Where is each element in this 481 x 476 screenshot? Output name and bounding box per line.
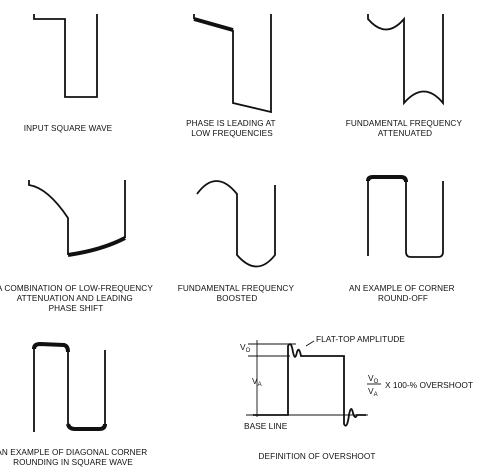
diagonal-top bbox=[32, 341, 70, 353]
base-line-label: BASE LINE bbox=[244, 421, 288, 431]
svg-text:AN EXAMPLE OF DIAGONAL CORNER: AN EXAMPLE OF DIAGONAL CORNER ROUNDING I… bbox=[0, 448, 150, 467]
svg-text:FUNDAMENTAL FREQUENCY AT: FUNDAMENTAL FREQUENCY ATTENUATED bbox=[346, 119, 465, 138]
caption-line: INPUT SQUARE WAVE bbox=[24, 124, 113, 133]
caption-line: FUNDAMENTAL FREQUENCY bbox=[178, 284, 295, 293]
caption-line: ROUNDING IN SQUARE WAVE bbox=[13, 458, 133, 467]
panel-overshoot: VO VA FLAT-TOP AMPLITUDE BASE LINE VO VA… bbox=[240, 334, 473, 461]
caption-line: ATTENUATION AND LEADING bbox=[17, 294, 133, 303]
svg-text:INPUT SQUARE WAVE: INPUT SQUARE WAVE bbox=[24, 124, 113, 133]
svg-text:VO: VO bbox=[368, 373, 379, 385]
caption-line: A COMBINATION OF LOW-FREQUENCY bbox=[0, 284, 153, 293]
caption-line: PHASE IS LEADING AT bbox=[186, 119, 275, 128]
overshoot-trace bbox=[253, 343, 366, 427]
va-label: V bbox=[252, 376, 258, 386]
vo-subscript: O bbox=[246, 348, 251, 354]
formula-denominator: V bbox=[368, 386, 374, 396]
formula-numerator-sub: O bbox=[374, 379, 379, 385]
caption-line: ROUND-OFF bbox=[378, 294, 428, 303]
combination-trace bbox=[28, 180, 69, 255]
combination-bottom bbox=[67, 236, 126, 257]
phase-leading-fall bbox=[232, 14, 272, 114]
vo-label: V bbox=[240, 342, 246, 352]
formula-numerator: V bbox=[368, 373, 374, 383]
panel-phase-leading: PHASE IS LEADING AT LOW FREQUENCIES bbox=[186, 14, 278, 138]
formula-text: X 100-% OVERSHOOT bbox=[385, 380, 473, 390]
attenuated-trace bbox=[367, 14, 444, 106]
svg-text:PHASE IS LEADING AT LOW: PHASE IS LEADING AT LOW FREQUENCIES bbox=[186, 119, 278, 138]
panel-fundamental-attenuated: FUNDAMENTAL FREQUENCY ATTENUATED bbox=[346, 14, 465, 138]
flat-top-label: FLAT-TOP AMPLITUDE bbox=[316, 334, 405, 344]
overshoot-caption: DEFINITION OF OVERSHOOT bbox=[259, 452, 376, 461]
caption-line: PHASE SHIFT bbox=[49, 304, 104, 313]
round-off-top bbox=[366, 175, 408, 183]
boosted-trace bbox=[196, 180, 276, 268]
panel-diagonal-rounding: AN EXAMPLE OF DIAGONAL CORNER ROUNDING I… bbox=[0, 341, 150, 467]
panel-fundamental-boosted: FUNDAMENTAL FREQUENCY BOOSTED bbox=[178, 180, 297, 303]
square-wave-trace bbox=[33, 14, 98, 98]
svg-text:AN EXAMPLE OF CORNER ROU: AN EXAMPLE OF CORNER ROUND-OFF bbox=[349, 284, 457, 303]
caption-line: FUNDAMENTAL FREQUENCY bbox=[346, 119, 463, 128]
svg-text:VA: VA bbox=[368, 386, 378, 398]
formula-denominator-sub: A bbox=[374, 392, 378, 398]
svg-text:A COMBINATION OF LOW-FREQUENCY: A COMBINATION OF LOW-FREQUENCY ATTENUATI… bbox=[0, 284, 155, 313]
panel-input-square-wave: INPUT SQUARE WAVE bbox=[24, 14, 113, 133]
caption-line: LOW FREQUENCIES bbox=[191, 129, 273, 138]
flat-top-leader bbox=[305, 340, 315, 347]
svg-text:FUNDAMENTAL FREQUENCY BO: FUNDAMENTAL FREQUENCY BOOSTED bbox=[178, 284, 297, 303]
phase-leading-top bbox=[193, 17, 234, 32]
round-off-fall bbox=[405, 181, 444, 258]
svg-text:VO: VO bbox=[240, 342, 251, 354]
caption-line: BOOSTED bbox=[217, 294, 258, 303]
panel-combination: A COMBINATION OF LOW-FREQUENCY ATTENUATI… bbox=[0, 180, 155, 313]
svg-text:VA: VA bbox=[252, 376, 262, 388]
caption-line: ATTENUATED bbox=[378, 129, 432, 138]
caption-line: AN EXAMPLE OF DIAGONAL CORNER bbox=[0, 448, 147, 457]
panel-corner-round-off: AN EXAMPLE OF CORNER ROUND-OFF bbox=[349, 175, 457, 303]
diagonal-bottom bbox=[66, 423, 107, 431]
va-subscript: A bbox=[258, 382, 262, 388]
caption-line: AN EXAMPLE OF CORNER bbox=[349, 284, 455, 293]
